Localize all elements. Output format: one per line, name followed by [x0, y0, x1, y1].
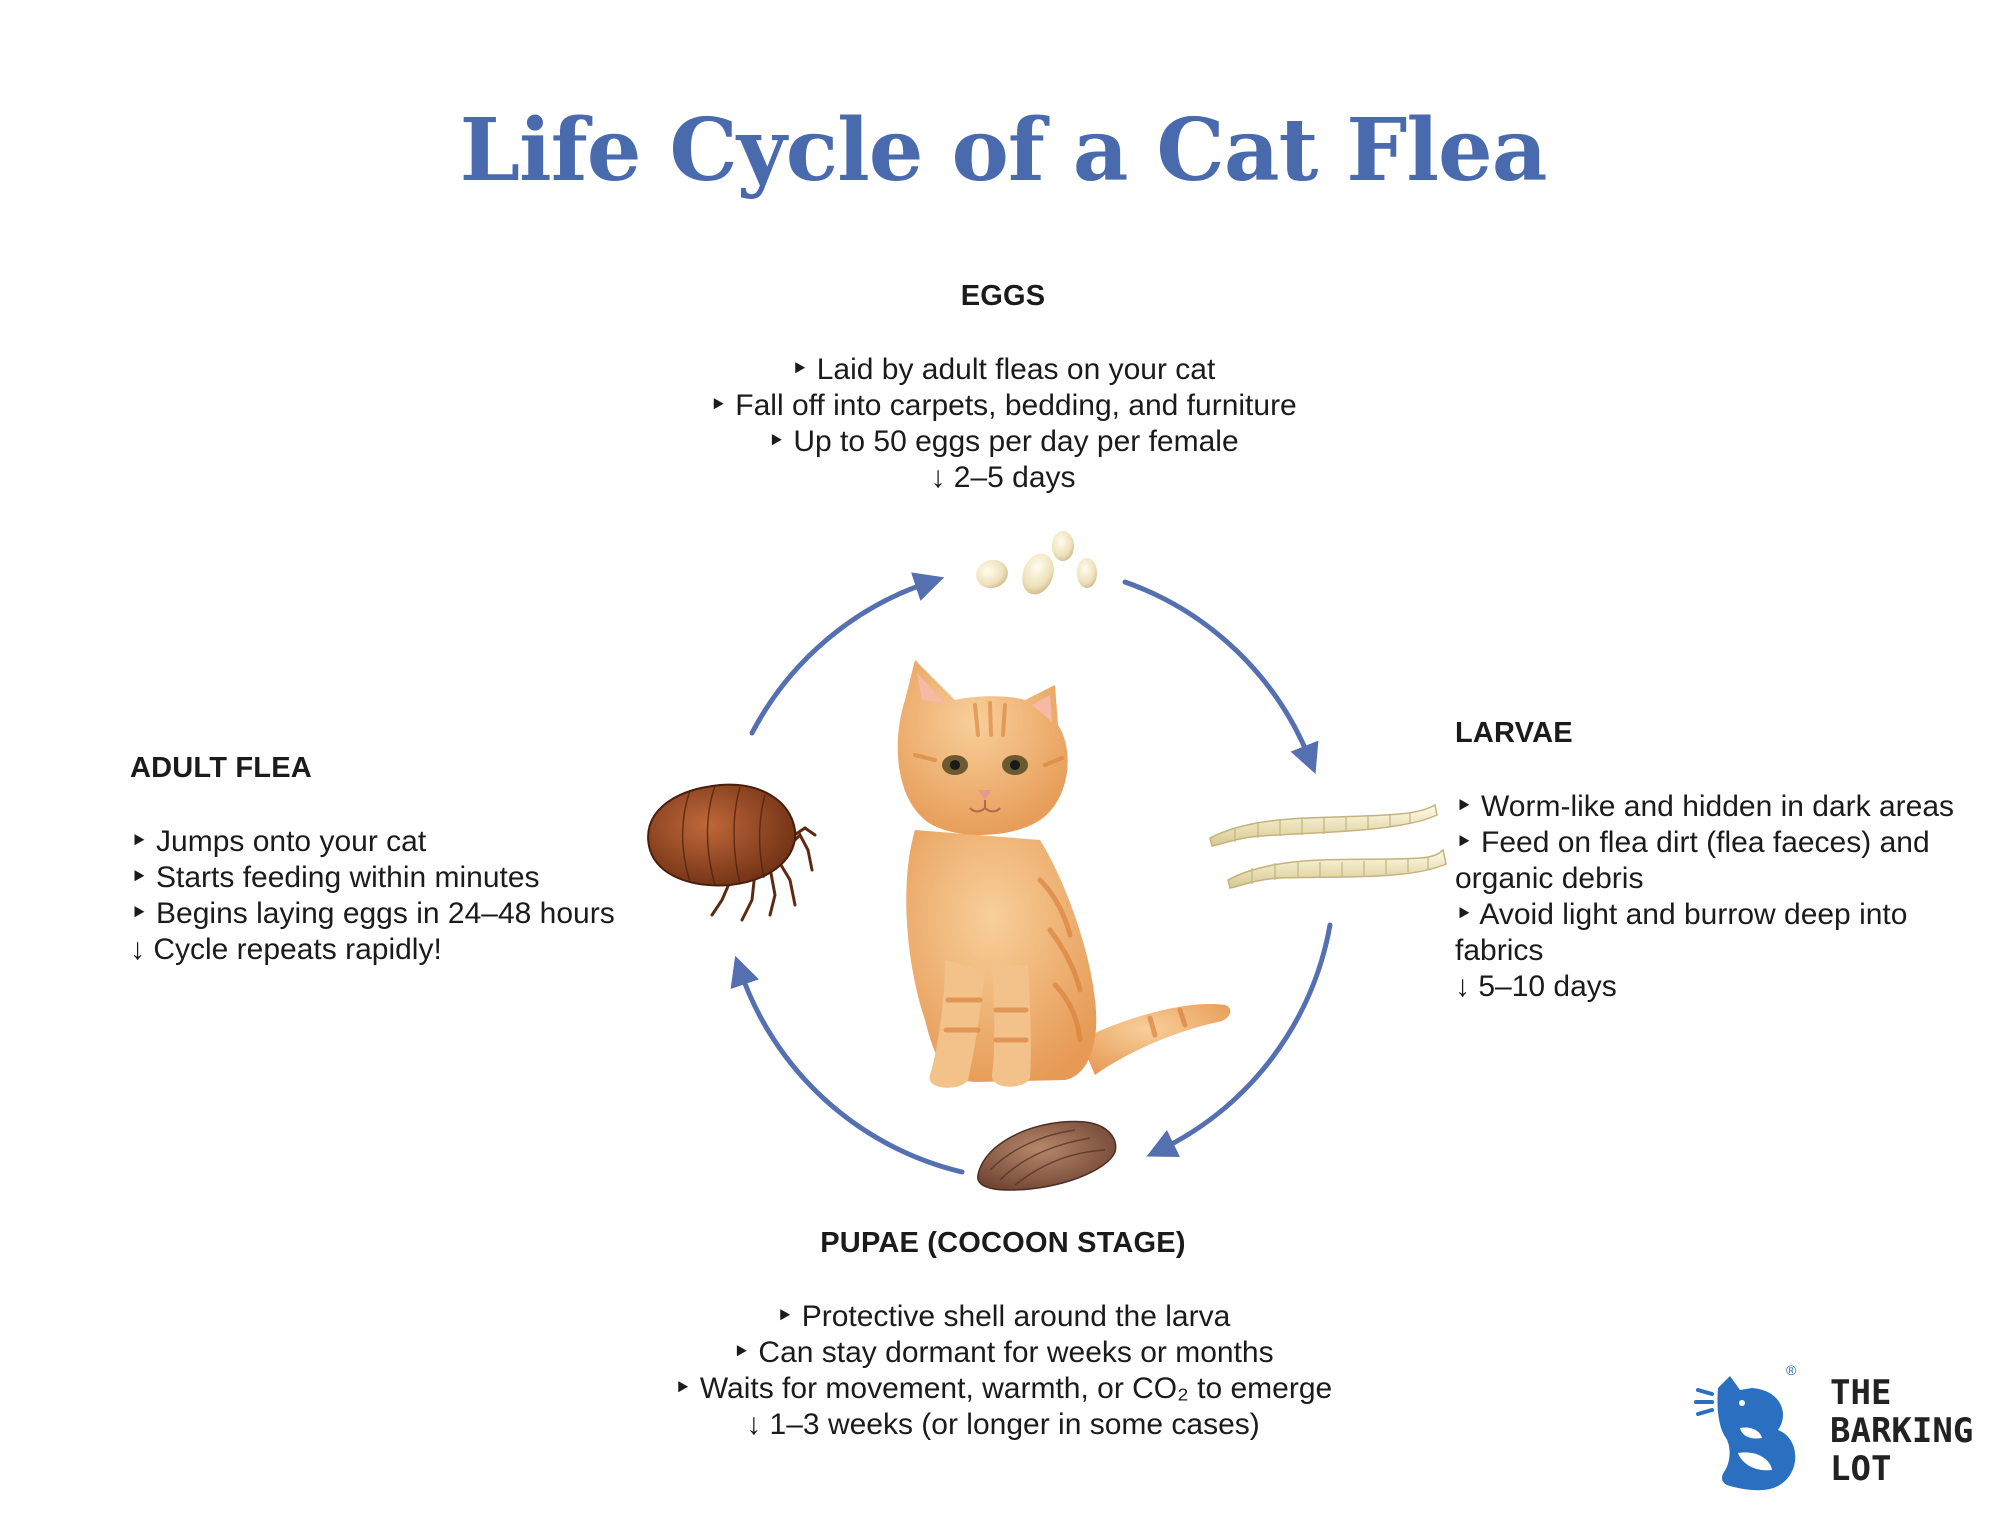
stage-pupae-duration: ↓ 1–3 weeks (or longer in some cases) [746, 1408, 1260, 1441]
stage-larvae-line: ‣ Worm-like and hidden in dark areas [1455, 790, 1955, 823]
registered-mark: ® [1786, 1362, 1797, 1378]
logo-line-2: BARKING [1830, 1411, 1974, 1451]
stage-adult-line: ‣ Jumps onto your cat [130, 825, 427, 858]
dog-logo-icon [1694, 1376, 1796, 1491]
logo-line-1: THE [1830, 1373, 1892, 1413]
stage-eggs: EGGS ‣ Laid by adult fleas on your cat ‣… [503, 278, 1503, 496]
stage-adult-line: ‣ Starts feeding within minutes [130, 861, 540, 894]
stage-eggs-duration: ↓ 2–5 days [930, 461, 1076, 494]
page-title: Life Cycle of a Cat Flea [459, 100, 1548, 201]
adult-flea-illustration-icon [647, 783, 817, 922]
stage-pupae-line: ‣ Protective shell around the larva [775, 1300, 1231, 1333]
stage-adult-heading: ADULT FLEA [130, 752, 312, 784]
larvae-illustration-icon [1209, 803, 1447, 889]
stage-adult-duration: ↓ Cycle repeats rapidly! [130, 933, 442, 966]
stage-pupae-heading: PUPAE (COCOON STAGE) [820, 1227, 1186, 1259]
cycle-arrows-icon [730, 572, 1333, 1175]
stage-larvae: LARVAE ‣ Worm-like and hidden in dark ar… [1455, 715, 1975, 1005]
arrow-larvae-to-pupae [1146, 922, 1333, 1157]
stage-pupae-line: ‣ Waits for movement, warmth, or CO₂ to … [673, 1372, 1333, 1405]
arrow-eggs-to-larvae [1122, 579, 1319, 774]
logo-wordmark: THE BARKING LOT [1830, 1374, 1973, 1488]
brand-logo: ® THE BARKING LOT [1690, 1362, 1980, 1498]
stage-adult-line: ‣ Begins laying eggs in 24–48 hours [130, 897, 615, 930]
stage-larvae-duration: ↓ 5–10 days [1455, 970, 1617, 1003]
kitten-illustration-icon [897, 660, 1231, 1088]
stage-eggs-line: ‣ Laid by adult fleas on your cat [790, 353, 1216, 386]
eggs-illustration-icon [976, 531, 1097, 595]
arrow-adult-to-eggs [749, 572, 945, 736]
stage-eggs-line: ‣ Fall off into carpets, bedding, and fu… [709, 389, 1297, 422]
stage-eggs-line: ‣ Up to 50 eggs per day per female [767, 425, 1239, 458]
pupa-illustration-icon [977, 1120, 1117, 1191]
stage-adult-flea: ADULT FLEA ‣ Jumps onto your cat ‣ Start… [130, 750, 650, 968]
stage-eggs-heading: EGGS [960, 280, 1046, 312]
stage-pupae: PUPAE (COCOON STAGE) ‣ Protective shell … [503, 1225, 1503, 1443]
logo-line-3: LOT [1830, 1449, 1892, 1489]
stage-larvae-heading: LARVAE [1455, 717, 1573, 749]
stage-larvae-line: ‣ Avoid light and burrow deep into fabri… [1455, 898, 1908, 967]
stage-pupae-line: ‣ Can stay dormant for weeks or months [732, 1336, 1274, 1369]
arrow-pupae-to-adult [730, 955, 965, 1175]
stage-larvae-line: ‣ Feed on flea dirt (flea faeces) and or… [1455, 826, 1930, 895]
